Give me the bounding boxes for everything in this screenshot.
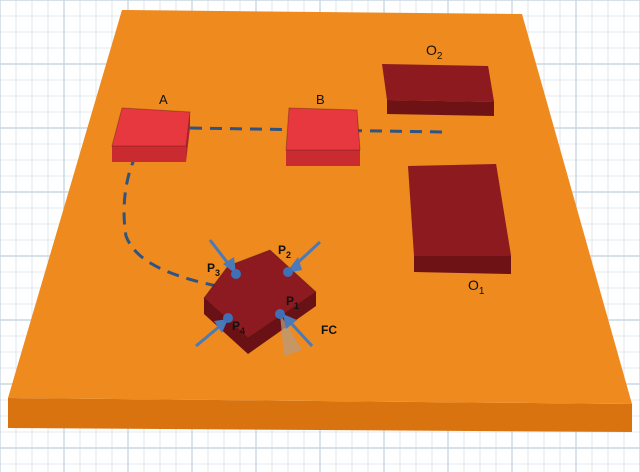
obstacle-o2-front bbox=[387, 100, 494, 116]
label-obstacle-o2-sub: 2 bbox=[437, 51, 443, 62]
contact-point-p2 bbox=[283, 267, 293, 277]
force-arrow-p3 bbox=[208, 239, 232, 267]
waypoint-a-front bbox=[112, 146, 186, 162]
contact-point-p3 bbox=[231, 269, 241, 279]
waypoint-b-top bbox=[285, 107, 361, 151]
force-arrow-p1 bbox=[288, 320, 314, 348]
label-obstacle-o1-base: O bbox=[468, 277, 479, 293]
board-top-face bbox=[8, 10, 632, 404]
force-arrowhead-p1 bbox=[283, 314, 297, 329]
obstacle-o2-top bbox=[382, 64, 494, 102]
force-arrowhead-p3 bbox=[223, 257, 236, 274]
label-contact-p3: P3 bbox=[207, 261, 220, 278]
contact-point-p1 bbox=[275, 309, 285, 319]
label-obstacle-o1-sub: 1 bbox=[479, 286, 485, 297]
label-contact-p1-base: P bbox=[286, 294, 294, 308]
label-contact-p4-sub: 4 bbox=[240, 326, 245, 336]
label-contact-p3-sub: 3 bbox=[215, 268, 220, 278]
board-front-face bbox=[8, 398, 632, 432]
object-front-left bbox=[204, 298, 248, 354]
path-a-to-object bbox=[122, 136, 261, 296]
force-arrowhead-p4 bbox=[214, 319, 228, 333]
label-contact-p3-base: P bbox=[207, 261, 215, 275]
label-contact-p2-sub: 2 bbox=[286, 250, 291, 260]
label-obstacle-o1: O1 bbox=[468, 277, 485, 297]
obstacle-o2 bbox=[382, 64, 494, 116]
label-contact-p1: P1 bbox=[286, 294, 299, 311]
label-contact-p4: P4 bbox=[232, 319, 245, 336]
label-friction-cone: FC bbox=[321, 323, 337, 337]
force-arrow-p4 bbox=[195, 324, 221, 348]
waypoint-a-top bbox=[111, 107, 191, 147]
board bbox=[8, 10, 632, 432]
label-contact-p4-base: P bbox=[232, 319, 240, 333]
obstacle-o1-top bbox=[408, 164, 511, 256]
label-contact-p2: P2 bbox=[278, 243, 291, 260]
contact-points bbox=[223, 267, 293, 323]
obstacle-o1-front bbox=[414, 256, 511, 274]
waypoint-a bbox=[111, 107, 191, 162]
waypoint-b-front bbox=[286, 150, 360, 166]
label-contact-p2-base: P bbox=[278, 243, 286, 257]
label-obstacle-o2: O2 bbox=[426, 42, 443, 62]
contact-point-p4 bbox=[223, 313, 233, 323]
waypoint-b bbox=[285, 107, 361, 166]
waypoint-a-side bbox=[186, 112, 190, 162]
label-waypoint-a: A bbox=[159, 92, 168, 107]
label-obstacle-o2-base: O bbox=[426, 42, 437, 58]
obstacle-o1 bbox=[408, 164, 511, 274]
labels: A B O2 O1 P1 P2 P3 P4 FC bbox=[159, 42, 485, 337]
label-contact-p1-sub: 1 bbox=[294, 301, 299, 311]
label-waypoint-b: B bbox=[316, 92, 325, 107]
